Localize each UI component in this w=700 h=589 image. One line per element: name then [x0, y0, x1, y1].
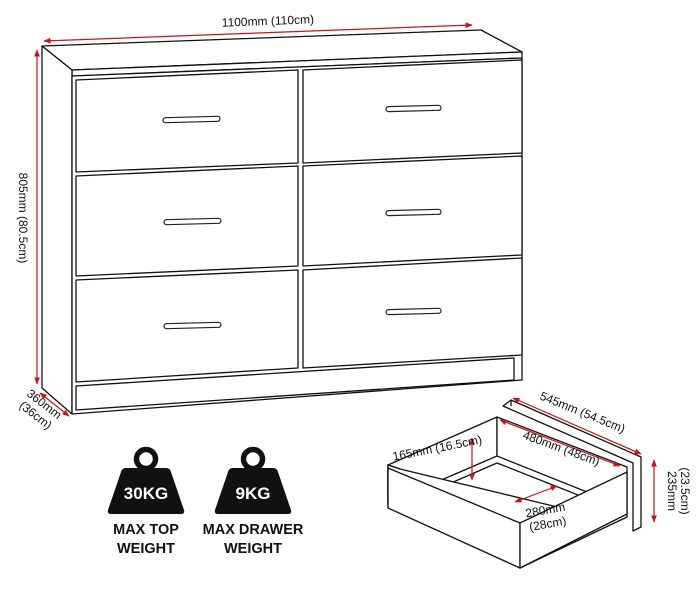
chest-dimension-lines: [34, 22, 473, 417]
chest-plinth: [75, 357, 515, 411]
drawer-handle: [385, 208, 442, 217]
max-top-weight-label-line2: WEIGHT: [117, 541, 175, 557]
drawer-inner-width-line: [514, 485, 558, 503]
max-drawer-weight-value: 9KG: [236, 484, 271, 503]
drawer-inner-width-line2: (28cm): [528, 514, 567, 534]
drawer-front-right-board: [519, 471, 628, 569]
max-drawer-weight: 9KG MAX DRAWER WEIGHT: [203, 446, 304, 557]
drawer-inner-depth-line: [499, 419, 621, 467]
height-label: 805mm (80.5cm): [16, 173, 30, 264]
chest-side-panel: [41, 45, 73, 415]
max-top-weight-value: 30KG: [124, 484, 168, 503]
chest-of-drawers: [41, 29, 523, 415]
max-top-weight-label-line1: MAX TOP: [113, 522, 179, 538]
drawer-outer-height-label: 235mm (23.5cm): [665, 467, 692, 514]
max-drawer-weight-label-line2: WEIGHT: [224, 541, 282, 557]
depth-dimension-line: [39, 392, 70, 417]
drawer-handle: [385, 104, 442, 113]
weight-icon: [107, 446, 185, 514]
weight-icon: [214, 446, 292, 514]
drawer-handle: [162, 115, 221, 124]
drawer-inner-width-line1: 280mm: [524, 500, 566, 521]
width-dimension-line: [43, 22, 473, 44]
width-label: 1100mm (110cm): [221, 12, 314, 30]
drawer-handle: [385, 307, 442, 316]
drawer-handle: [163, 217, 222, 226]
max-drawer-weight-label-line1: MAX DRAWER: [203, 522, 304, 538]
drawer-dimension-lines: [469, 397, 657, 523]
drawer-outer-height-line2: (23.5cm): [678, 467, 692, 514]
drawer-outer-height-line1: 235mm: [665, 471, 679, 511]
drawer-handle: [163, 321, 222, 330]
drawer-inner-width-label: 280mm (28cm): [524, 500, 567, 534]
max-top-weight: 30KG MAX TOP WEIGHT: [107, 446, 185, 557]
